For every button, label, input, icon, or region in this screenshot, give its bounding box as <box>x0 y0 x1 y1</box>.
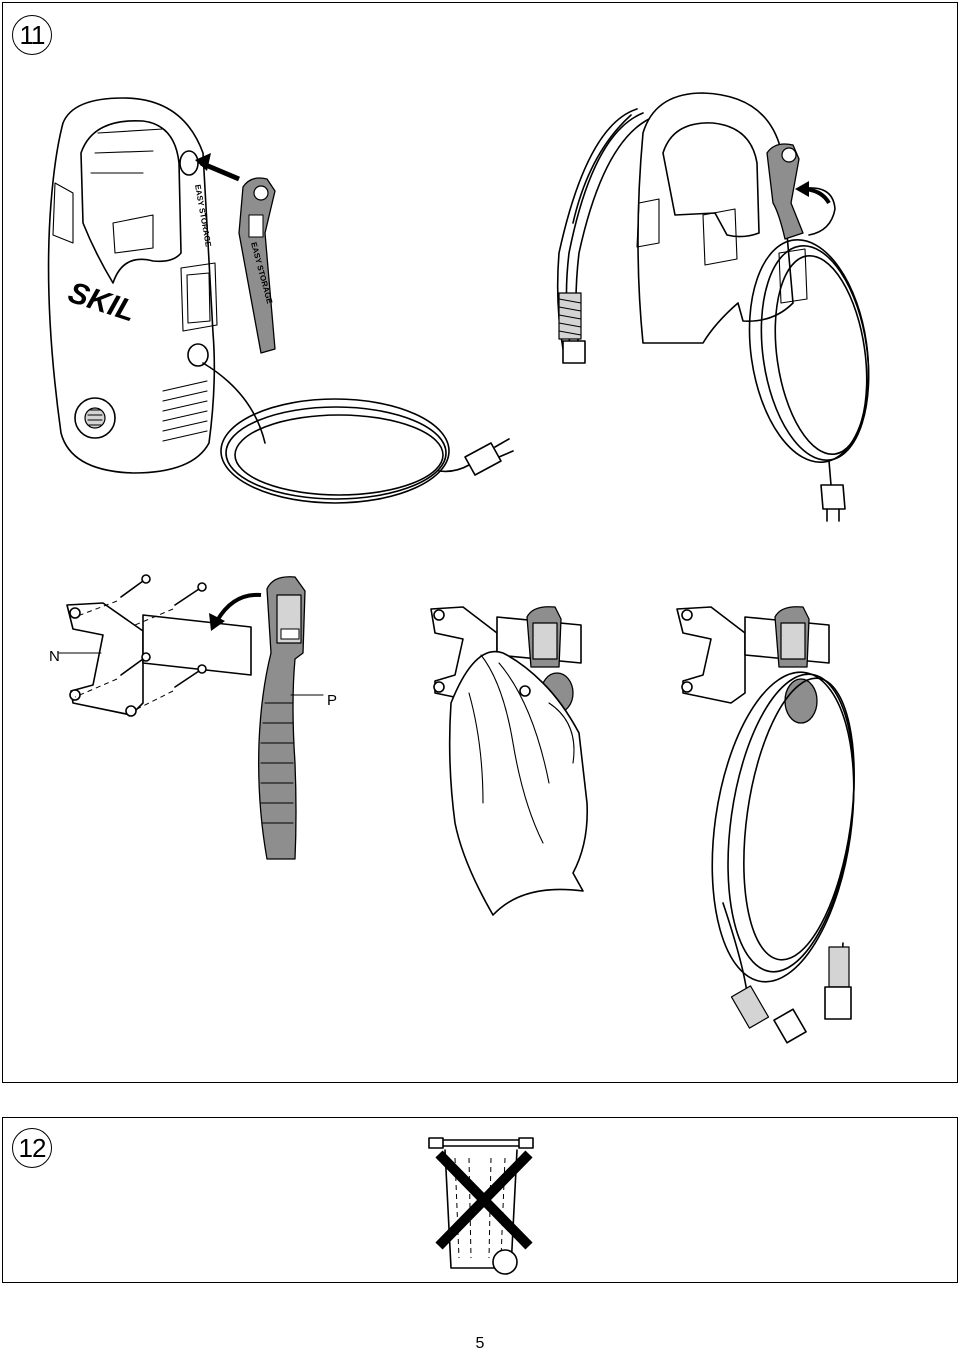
page-number: 5 <box>475 1335 485 1352</box>
cord-coil-on-band-icon <box>748 238 870 486</box>
step-12-panel: 12 <box>2 1117 958 1283</box>
step-12-badge: 12 <box>12 1128 52 1168</box>
wall-bracket-icon <box>66 602 252 717</box>
power-cord-icon <box>202 362 470 504</box>
storage-band-d-icon <box>526 606 574 714</box>
crossed-out-bin-icon <box>428 1137 534 1275</box>
power-plug-icon <box>464 438 514 476</box>
hose-coil-icon <box>711 671 855 1044</box>
storage-band-e-icon <box>774 606 818 724</box>
pressure-washer-icon: SKIL EASY STORAGE <box>47 97 218 474</box>
rotate-arrow-icon <box>209 592 262 631</box>
power-plug-hanging-icon <box>820 484 846 522</box>
storage-band-icon: EASY STORAGE <box>238 177 276 354</box>
hand-icon <box>448 650 589 916</box>
step-11-illustrations: SKIL EASY STORAGE EASY STORAGE <box>47 92 870 1044</box>
insert-arrow-icon <box>195 153 240 182</box>
callout-n: N <box>49 648 60 665</box>
disposal-symbol <box>428 1137 534 1275</box>
pressure-washer-back-icon <box>636 92 808 344</box>
callout-p: P <box>327 692 338 709</box>
wrap-arrow-icon <box>795 181 831 205</box>
step-11-badge: 11 <box>12 15 52 55</box>
storage-band-large-icon <box>258 576 306 860</box>
high-pressure-hose-icon <box>556 108 650 364</box>
step-11-panel: 11 SKIL EASY STORAGE <box>2 2 958 1083</box>
band-on-washer-icon <box>766 143 836 240</box>
screw-icon <box>74 574 207 712</box>
